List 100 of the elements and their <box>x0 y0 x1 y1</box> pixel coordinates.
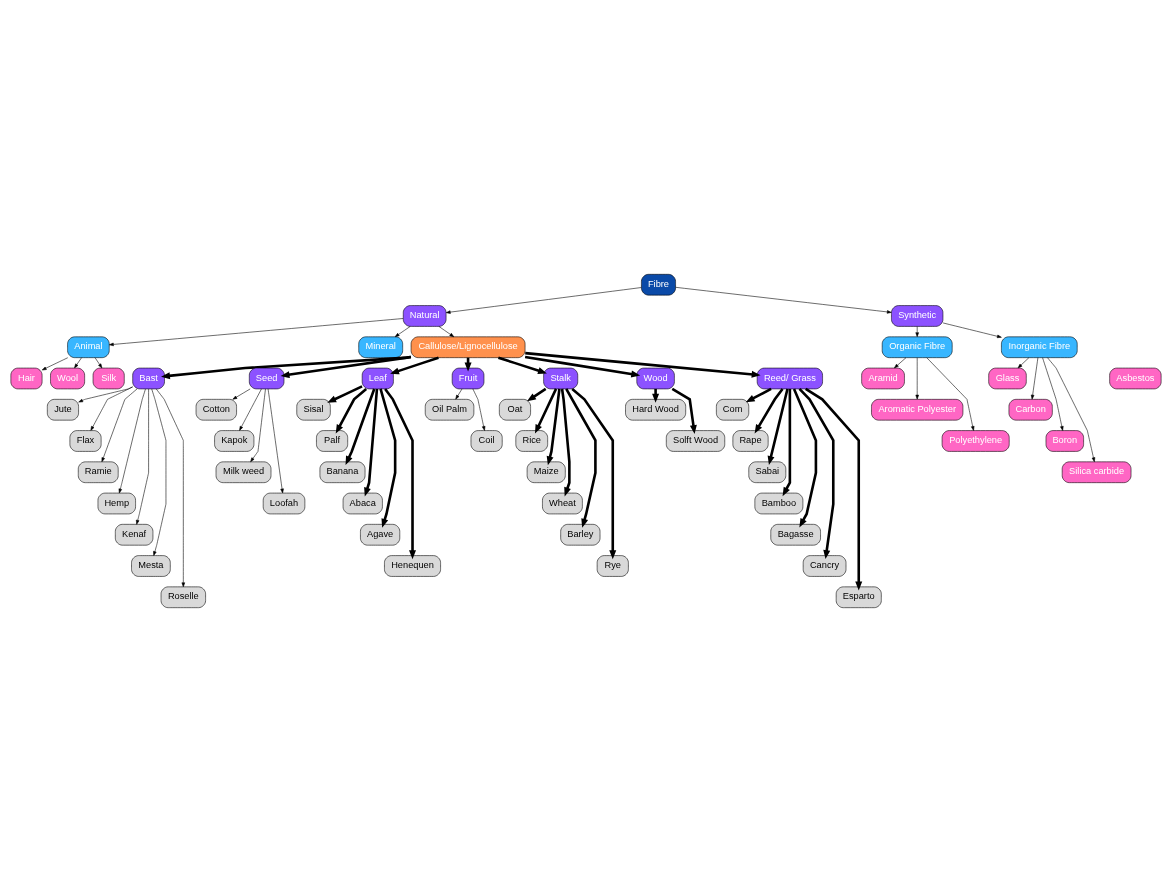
arrow <box>1030 356 1039 399</box>
node-box: Bast <box>132 367 165 389</box>
node-box: Com <box>716 398 750 420</box>
arrow <box>384 387 417 559</box>
node-box: Silk <box>92 367 125 389</box>
arrow <box>798 387 835 559</box>
arrow <box>1017 356 1030 368</box>
node-box: Boron <box>1045 429 1084 452</box>
node-box: Asbestos <box>1109 367 1162 389</box>
arrow <box>754 387 784 434</box>
arrow <box>90 386 133 431</box>
arrow <box>782 388 792 496</box>
node-box: Bamboo <box>754 492 804 514</box>
node-box: Palf <box>316 429 348 452</box>
arrow <box>534 387 558 434</box>
node-box: Kenaf <box>115 523 154 545</box>
node-box: Stalk <box>543 367 579 389</box>
arrow <box>101 388 138 462</box>
arrow <box>151 388 167 556</box>
arrow <box>250 388 266 462</box>
node-box: Wood <box>636 367 675 389</box>
node-box: Sabai <box>748 461 787 483</box>
arrow <box>525 351 761 378</box>
arrow <box>438 325 455 337</box>
arrow <box>232 388 251 400</box>
arrow <box>472 388 486 431</box>
node-box: Sisal <box>296 398 331 420</box>
arrow <box>155 388 186 587</box>
node-box: Natural <box>402 304 447 327</box>
node-box: Coil <box>470 429 503 452</box>
node-box: Roselle <box>160 586 206 608</box>
node-box: Mesta <box>131 554 171 577</box>
node-box: Barley <box>560 523 601 545</box>
node-box: Fibre <box>641 273 676 295</box>
node-box: Aramid <box>861 367 905 389</box>
arrow <box>805 387 863 590</box>
node-box: Cotton <box>195 398 237 420</box>
node-box: Wheat <box>542 492 583 514</box>
node-box: Rape <box>732 429 769 452</box>
arrow <box>767 388 789 465</box>
node-box: Banana <box>319 461 366 483</box>
arrow <box>571 387 617 559</box>
arrow <box>455 388 463 399</box>
node-box: Milk weed <box>215 461 272 483</box>
node-box: Rye <box>596 554 629 577</box>
arrow <box>942 322 1002 338</box>
node-box: Hair <box>10 367 43 389</box>
arrow <box>161 355 412 379</box>
node-box: Silica carbide <box>1061 461 1132 483</box>
node-box: Seed <box>249 367 285 389</box>
node-box: Loofah <box>262 492 306 514</box>
node-box: Fruit <box>451 367 485 389</box>
arrow <box>745 387 772 402</box>
node-box: Callulose/Lignocellulose <box>410 336 526 358</box>
node-box: Mineral <box>358 336 403 358</box>
arrow <box>41 356 69 370</box>
node-box: Polyethylene <box>941 429 1010 452</box>
arrow <box>74 356 82 368</box>
arrow <box>94 356 103 368</box>
node-box: Rice <box>515 429 548 452</box>
node-box: Agave <box>360 523 401 545</box>
node-box: Cancry <box>802 554 847 577</box>
arrow <box>394 325 411 337</box>
arrow <box>390 355 439 374</box>
arrow <box>915 356 919 399</box>
node-box: Hard Wood <box>625 398 686 420</box>
arrow <box>345 388 376 465</box>
node-box: Glass <box>988 367 1027 389</box>
node-box: Animal <box>67 336 110 358</box>
arrow <box>379 388 397 528</box>
arrow <box>239 388 262 431</box>
node-box: Inorganic Fibre <box>1001 336 1078 358</box>
node-box: Leaf <box>361 367 394 389</box>
arrow <box>267 388 284 493</box>
node-box: Organic Fibre <box>881 336 953 358</box>
arrow <box>364 388 379 496</box>
arrow <box>652 388 660 403</box>
arrow <box>498 355 547 374</box>
node-box: Reed/ Grass <box>756 367 823 389</box>
node-box: Jute <box>47 398 79 420</box>
arrow <box>280 355 412 378</box>
node-box: Oat <box>499 398 531 420</box>
arrow <box>335 387 368 434</box>
node-box: Maize <box>526 461 566 483</box>
node-box: Aromatic Polyester <box>871 398 964 420</box>
arrow <box>792 387 818 527</box>
arrow <box>675 286 892 314</box>
arrow <box>1047 356 1096 462</box>
arrow <box>894 356 907 368</box>
node-box: Ramie <box>78 461 119 483</box>
arrow <box>915 325 919 337</box>
arrow <box>524 355 641 377</box>
node-box: Bagasse <box>770 523 821 545</box>
arrow <box>136 388 149 525</box>
arrow <box>327 384 363 403</box>
arrow <box>560 388 571 496</box>
node-box: Carbon <box>1008 398 1053 420</box>
node-box: Hemp <box>97 492 136 514</box>
arrow <box>671 387 697 434</box>
node-box: Oil Palm <box>424 398 475 420</box>
